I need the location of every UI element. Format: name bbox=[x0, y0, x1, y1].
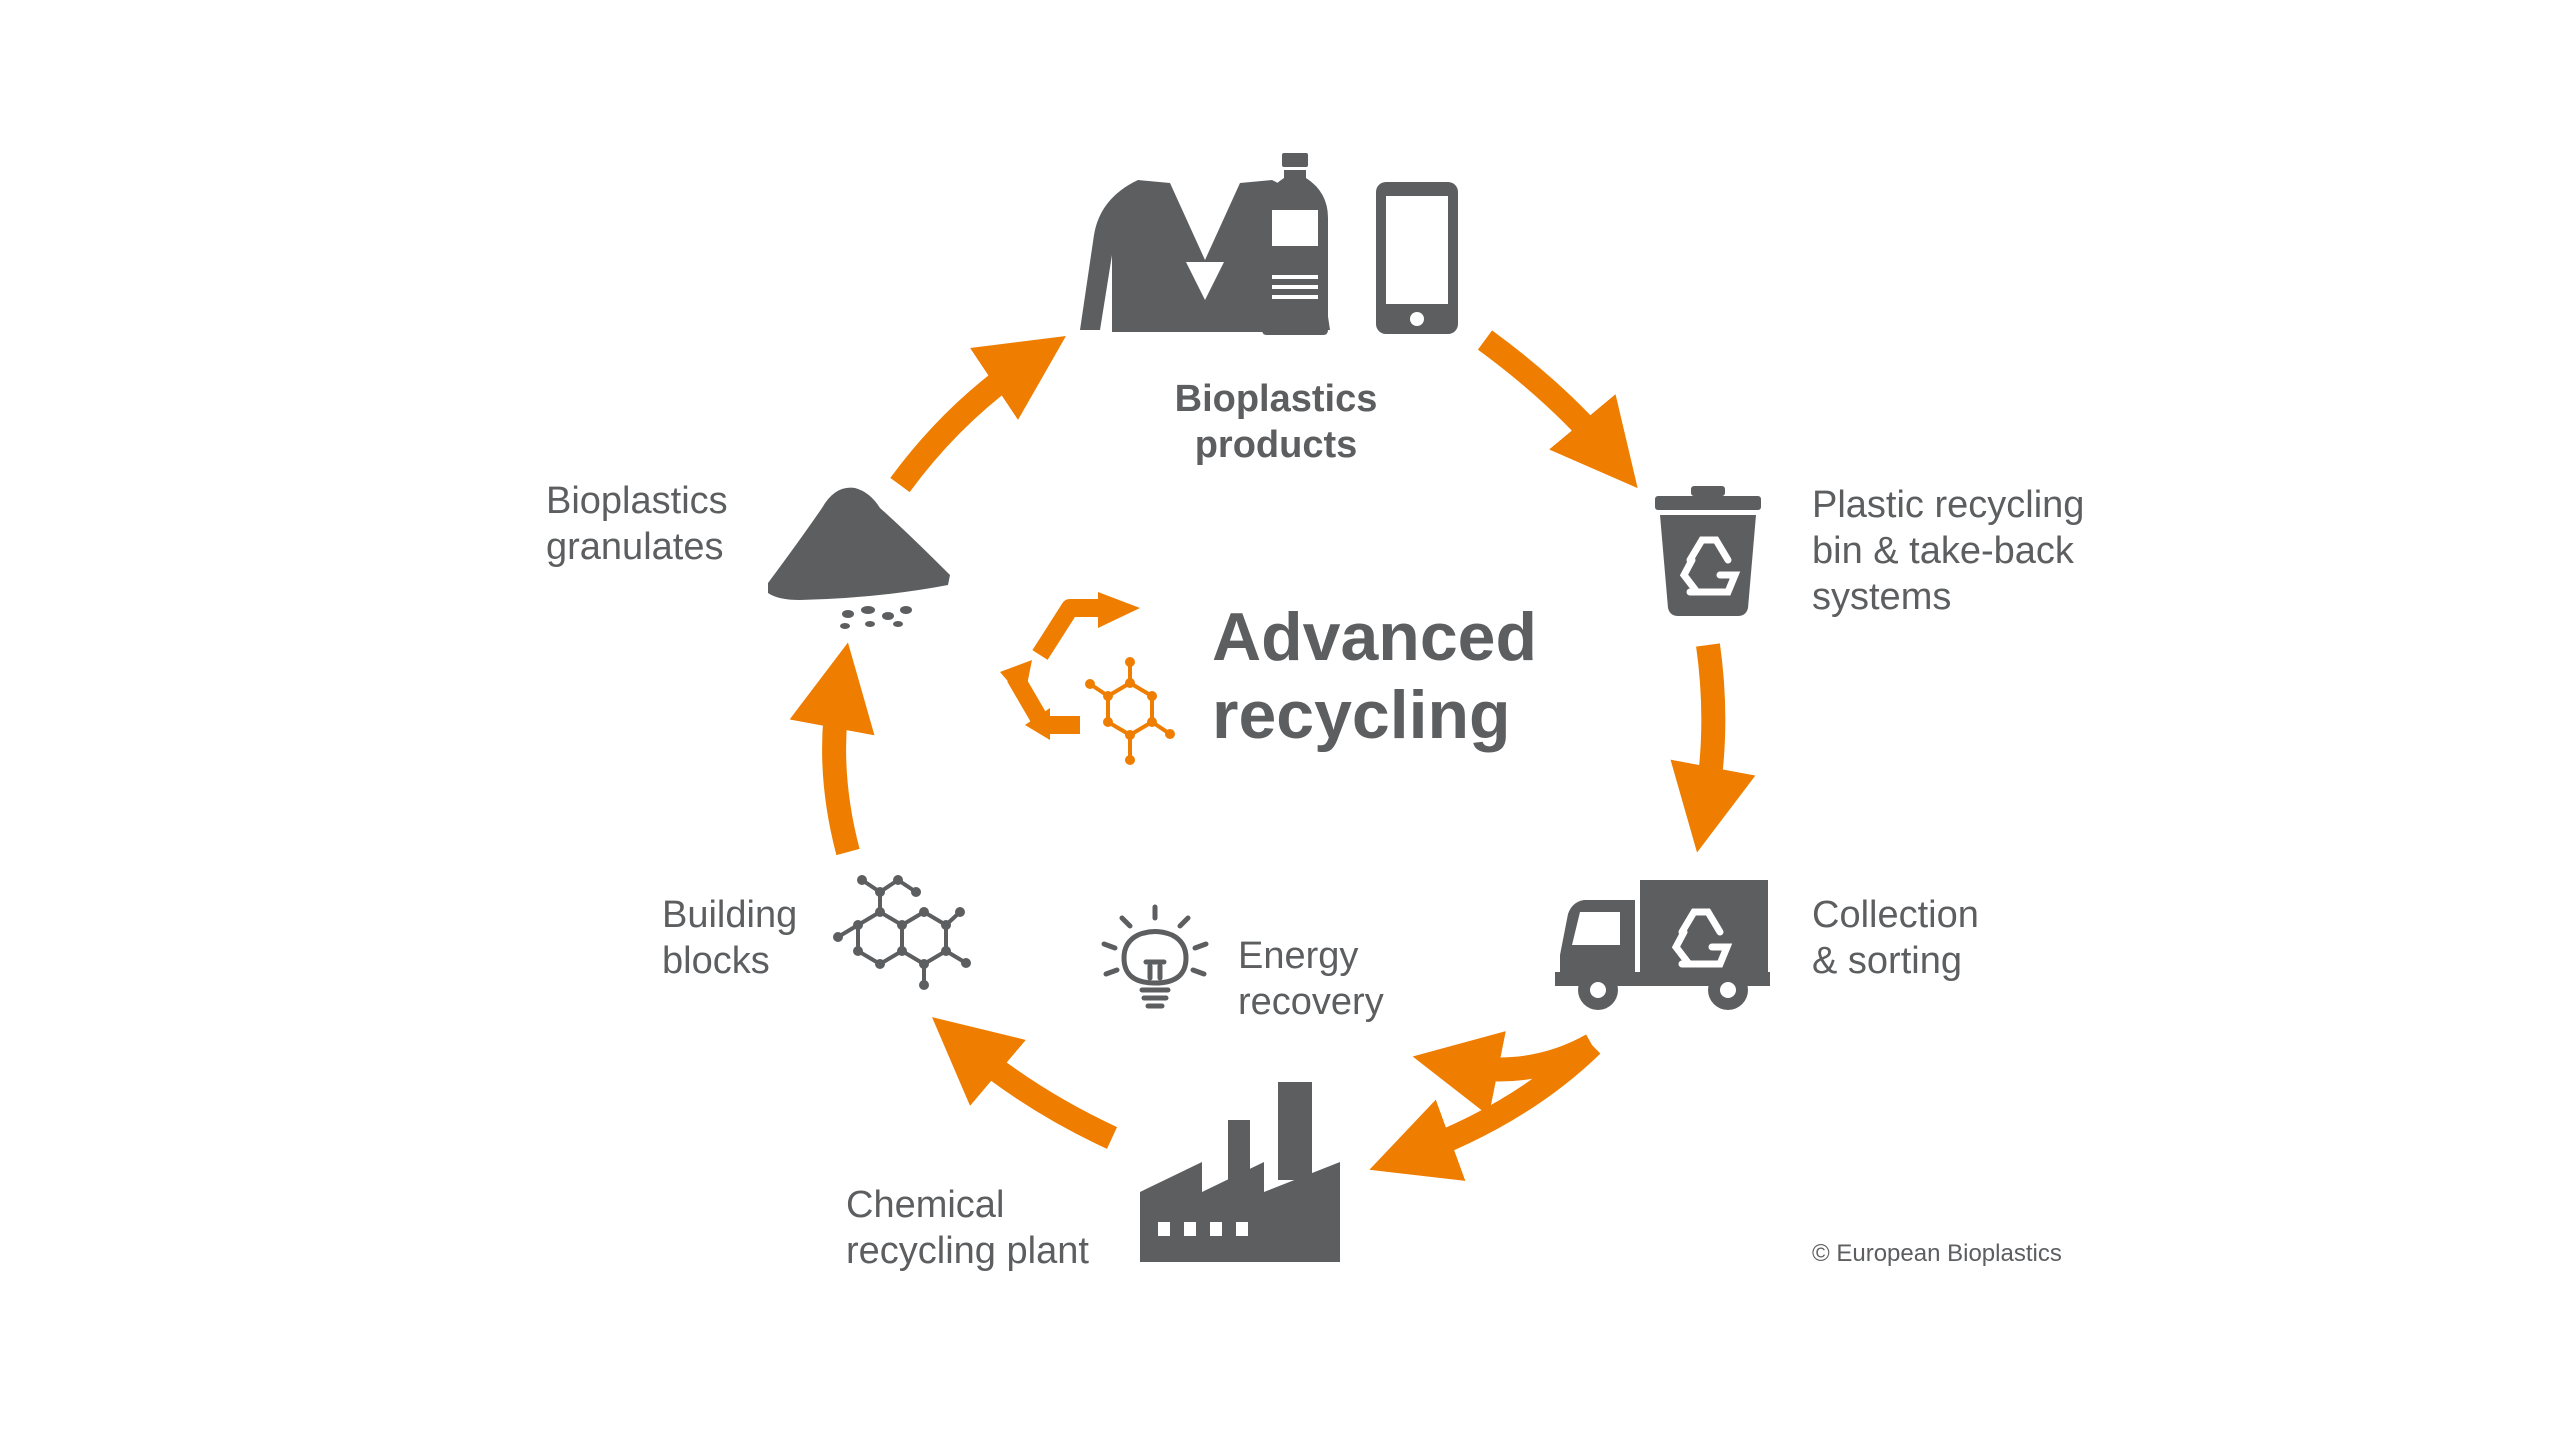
label-building-blocks: Building blocks bbox=[662, 892, 797, 984]
label-products-line2: products bbox=[1194, 424, 1358, 466]
arrow-collection-to-plant bbox=[1369, 1036, 1601, 1181]
label-plant-line1: Chemical bbox=[846, 1184, 1005, 1226]
arrow-bin-to-collection bbox=[1670, 643, 1756, 853]
arrow-products-to-bin bbox=[1477, 330, 1638, 489]
label-energy-line2: recovery bbox=[1238, 981, 1384, 1023]
label-collection-sorting: Collection & sorting bbox=[1812, 892, 1979, 984]
label-granulates-line2: granulates bbox=[546, 526, 724, 568]
factory-icon bbox=[1140, 1082, 1340, 1262]
arrow-granulates-to-products bbox=[890, 336, 1066, 493]
label-blocks-line1: Building bbox=[662, 894, 798, 936]
label-bioplastics-granulates: Bioplastics granulates bbox=[546, 478, 728, 570]
label-energy-recovery: Energy recovery bbox=[1238, 933, 1384, 1025]
label-bin-line2: bin & take-back bbox=[1812, 530, 2074, 572]
label-bin-line1: Plastic recycling bbox=[1812, 484, 2085, 526]
label-collection-line1: Collection bbox=[1812, 894, 1979, 936]
molecule-icon bbox=[833, 875, 971, 990]
label-plant-line2: recycling plant bbox=[846, 1230, 1089, 1272]
center-title: Advanced recycling bbox=[1212, 598, 1537, 754]
center-title-line2: recycling bbox=[1212, 677, 1511, 753]
label-granulates-line1: Bioplastics bbox=[546, 480, 728, 522]
label-chemical-recycling-plant: Chemical recycling plant bbox=[846, 1182, 1089, 1274]
label-blocks-line2: blocks bbox=[662, 940, 770, 982]
label-bin-line3: systems bbox=[1812, 576, 1952, 618]
label-bioplastics-products: Bioplastics products bbox=[1166, 376, 1386, 468]
bottle-icon bbox=[1262, 153, 1328, 335]
label-recycling-bin: Plastic recycling bin & take-back system… bbox=[1812, 482, 2084, 620]
arrow-blocks-to-granulates bbox=[789, 642, 875, 856]
center-title-line1: Advanced bbox=[1212, 599, 1537, 675]
label-collection-line2: & sorting bbox=[1812, 940, 1962, 982]
lightbulb-icon bbox=[1101, 904, 1209, 1009]
label-energy-line1: Energy bbox=[1238, 935, 1359, 977]
copyright-notice: © European Bioplastics bbox=[1812, 1240, 2062, 1267]
smartphone-icon bbox=[1376, 182, 1458, 334]
granulates-pile-icon bbox=[768, 487, 950, 629]
recycling-bin-icon bbox=[1655, 486, 1761, 616]
label-products-line1: Bioplastics bbox=[1174, 378, 1378, 420]
recycle-molecule-icon bbox=[1000, 592, 1175, 765]
arrow-plant-to-blocks bbox=[932, 1017, 1118, 1149]
recycling-truck-icon bbox=[1555, 880, 1770, 1010]
